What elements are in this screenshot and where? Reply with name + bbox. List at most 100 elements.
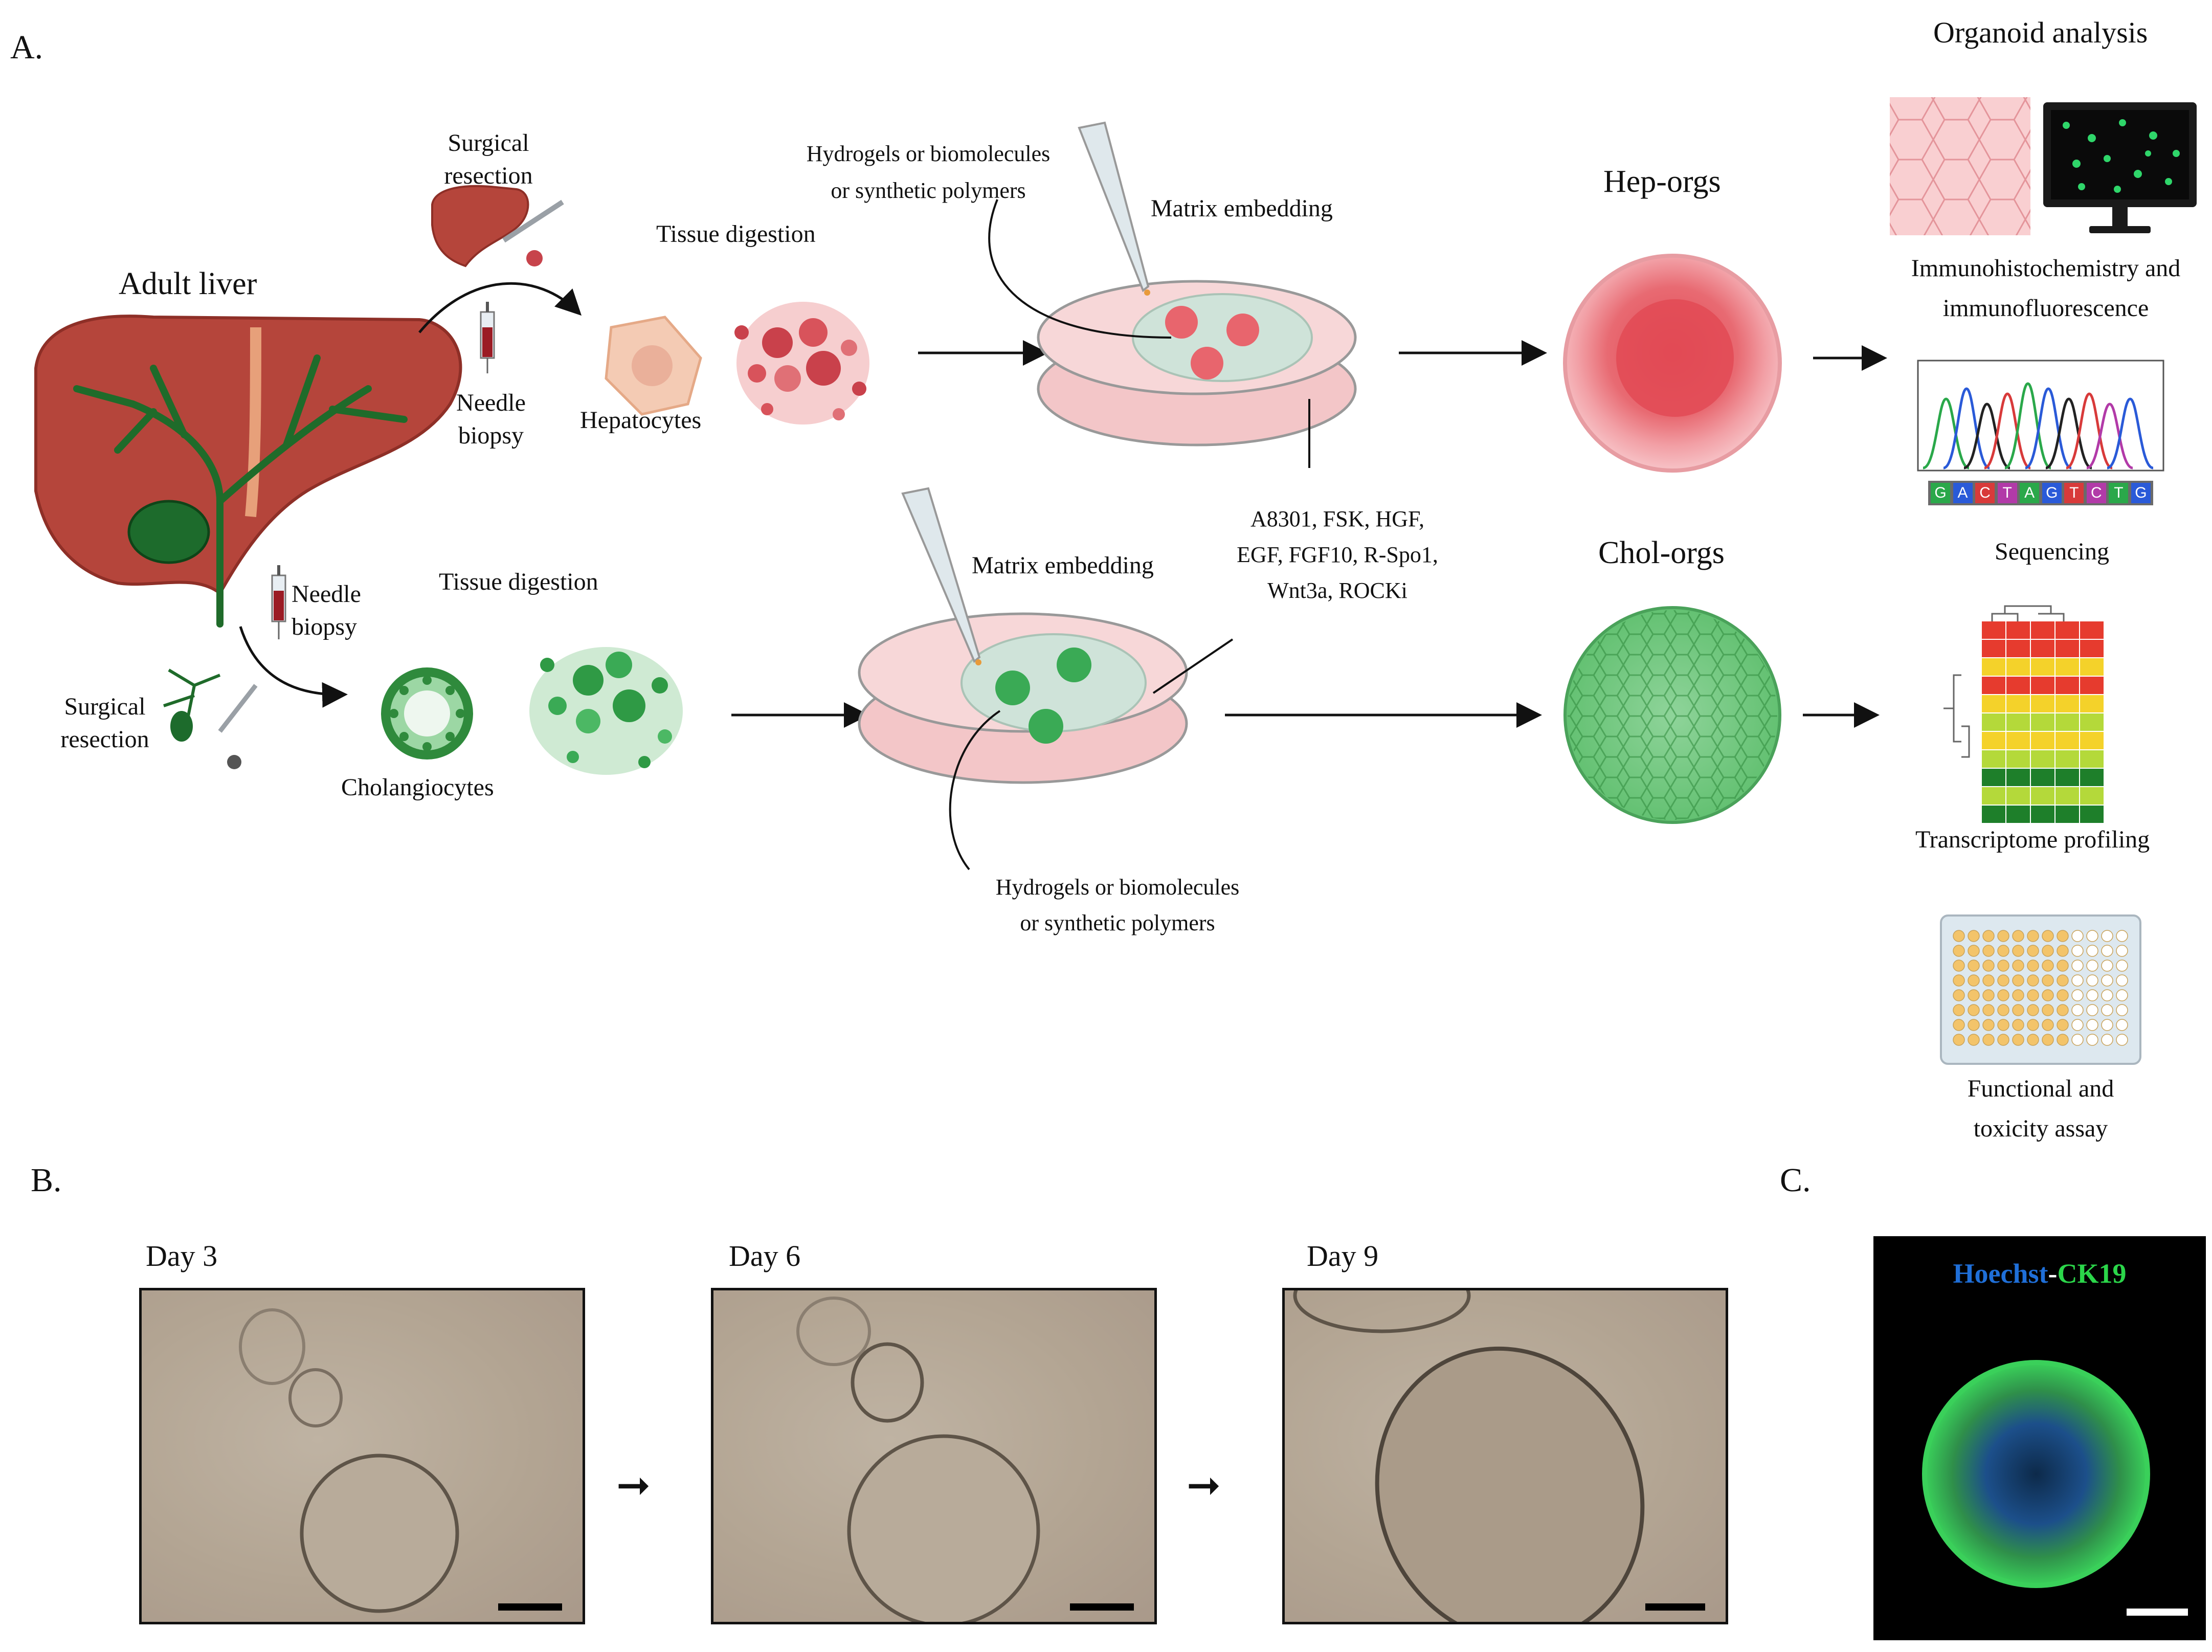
heatmap-cell	[2031, 769, 2054, 786]
well	[2071, 1019, 2084, 1031]
hep-organoid-illustration	[1563, 254, 1782, 473]
well	[1953, 989, 1965, 1001]
heatmap-cell	[1982, 769, 2005, 786]
media-factors-label: A8301, FSK, HGF,EGF, FGF10, R-Spo1,Wnt3a…	[1237, 506, 1438, 603]
heatmap-cell	[2055, 677, 2079, 694]
hep-orgs-label: Hep-orgs	[1603, 164, 1721, 199]
well	[1997, 1004, 2009, 1016]
well	[2057, 989, 2069, 1001]
well	[1953, 930, 1965, 942]
well	[2057, 1034, 2069, 1046]
well	[2116, 1034, 2128, 1046]
well	[2101, 945, 2113, 957]
sequence-letter: T	[2109, 483, 2129, 503]
heatmap-cell	[2006, 713, 2030, 731]
heatmap-cell	[2055, 658, 2079, 676]
well	[2042, 1019, 2054, 1031]
well	[2071, 989, 2084, 1001]
well	[2057, 974, 2069, 987]
well-plate	[1940, 914, 2141, 1065]
scale-bar	[1070, 1603, 1134, 1611]
well	[2027, 989, 2039, 1001]
panel-a-label: A.	[10, 29, 43, 66]
well	[2071, 1004, 2084, 1016]
panel-c-label: C.	[1780, 1162, 1811, 1199]
well	[2012, 959, 2024, 972]
well	[2101, 930, 2113, 942]
heatmap-cell	[1982, 621, 2005, 639]
well	[2101, 959, 2113, 972]
day-6-label: Day 6	[729, 1239, 801, 1273]
well	[2116, 1004, 2128, 1016]
heatmap-cell	[2006, 787, 2030, 805]
well	[1953, 1019, 1965, 1031]
well	[2027, 1004, 2039, 1016]
heatmap-cell	[2080, 769, 2104, 786]
well	[2042, 989, 2054, 1001]
transcriptome-label: Transcriptome profiling	[1915, 826, 2150, 853]
arrow-day3-to-day6: ➞	[616, 1463, 651, 1508]
scale-bar	[498, 1603, 562, 1611]
well	[1953, 1034, 1965, 1046]
well	[2071, 1034, 2084, 1046]
well	[2012, 1004, 2024, 1016]
heatmap-cell	[1982, 658, 2005, 676]
matrix-embedding-top-label: Matrix embedding	[1151, 195, 1333, 222]
heatmap-cell	[2006, 677, 2030, 694]
well	[1997, 974, 2009, 987]
well	[1982, 974, 1995, 987]
monitor-icon	[2043, 102, 2197, 233]
well	[1953, 1004, 1965, 1016]
heatmap-cell	[2055, 713, 2079, 731]
well	[2101, 1034, 2113, 1046]
well	[2012, 974, 2024, 987]
well	[1968, 959, 1980, 972]
well	[1997, 959, 2009, 972]
heatmap-cell	[2080, 658, 2104, 676]
hoechst-label: Hoechst	[1953, 1258, 2048, 1289]
well	[1982, 1004, 1995, 1016]
tissue-digestion-top-label: Tissue digestion	[656, 220, 816, 248]
heatmap-cell	[2080, 621, 2104, 639]
day-3-label: Day 3	[146, 1239, 218, 1273]
well	[1968, 974, 1980, 987]
organoid-fluorescence	[1922, 1360, 2150, 1588]
well	[2101, 989, 2113, 1001]
well	[2042, 974, 2054, 987]
well	[2116, 989, 2128, 1001]
heatmap-cell	[2006, 732, 2030, 749]
sequence-letter: T	[1997, 483, 2017, 503]
heatmap-cell	[2080, 806, 2104, 823]
heatmap-cell	[2031, 677, 2054, 694]
well	[1968, 989, 1980, 1001]
well	[1968, 1004, 1980, 1016]
well	[2057, 930, 2069, 942]
well	[2116, 1019, 2128, 1031]
heatmap-cell	[2031, 713, 2054, 731]
well	[1982, 989, 1995, 1001]
petri-dish-top	[1037, 280, 1357, 447]
well	[2042, 930, 2054, 942]
heatmap-cell	[2080, 713, 2104, 731]
heatmap-cell	[2006, 750, 2030, 768]
hepatocytes-label: Hepatocytes	[580, 407, 702, 434]
well	[2027, 930, 2039, 942]
sequence-letter: G	[2131, 483, 2151, 503]
well	[1953, 959, 1965, 972]
sequence-letter: C	[1975, 483, 1995, 503]
surgical-resection-top-icon	[431, 185, 564, 267]
sequence-letter: C	[2086, 483, 2106, 503]
sequence-letter: A	[2020, 483, 2040, 503]
heatmap-cell	[2080, 677, 2104, 694]
organoid-analysis-title: Organoid analysis	[1933, 16, 2148, 49]
heatmap-cell	[2080, 732, 2104, 749]
ck19-label: CK19	[2057, 1258, 2127, 1289]
heatmap-cell	[2080, 787, 2104, 805]
hepatocyte-cell-icon	[605, 316, 702, 416]
well	[2057, 959, 2069, 972]
